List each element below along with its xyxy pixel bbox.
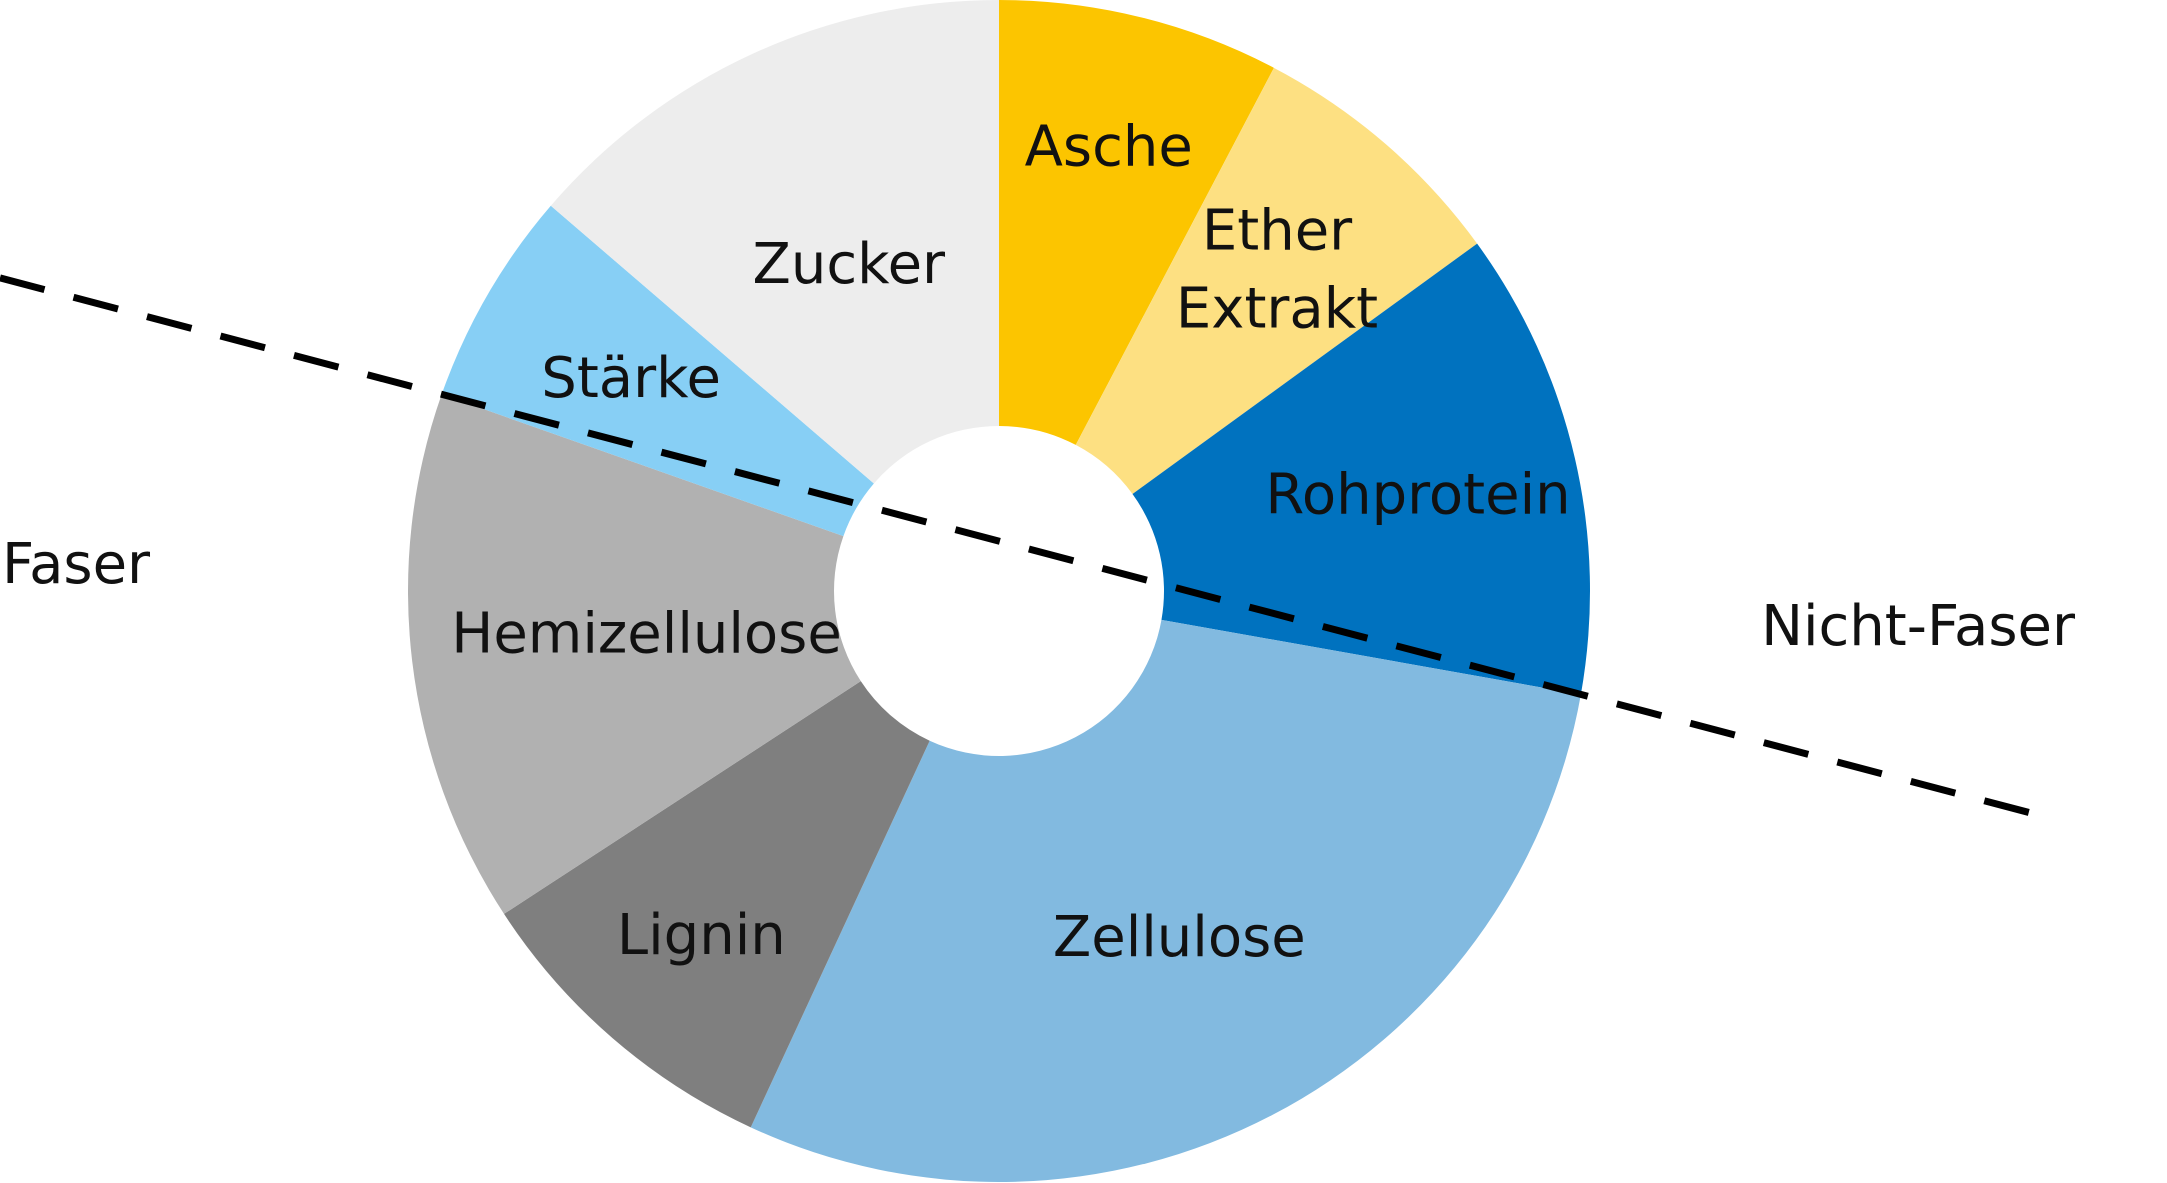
label-line: Asche bbox=[1025, 114, 1193, 179]
label-lignin: Lignin bbox=[617, 903, 786, 968]
divider-label-faser: Faser bbox=[2, 532, 151, 597]
label-line: Zellulose bbox=[1053, 905, 1306, 970]
label-zucker: Zucker bbox=[753, 232, 947, 297]
slice-zellulose bbox=[750, 619, 1581, 1182]
slice-staerke bbox=[441, 205, 874, 537]
slice-lignin bbox=[504, 681, 930, 1128]
divider-label-nicht-faser: Nicht-Faser bbox=[1761, 594, 2076, 659]
label-line: Zucker bbox=[753, 232, 947, 297]
slice-zucker bbox=[550, 0, 999, 484]
label-line: Ether bbox=[1202, 199, 1353, 264]
slice-rohprotein bbox=[1132, 243, 1590, 695]
label-hemizellulose: Hemizellulose bbox=[451, 601, 842, 666]
label-rohprotein: Rohprotein bbox=[1265, 463, 1570, 528]
label-line: Stärke bbox=[541, 346, 721, 411]
label-line: Lignin bbox=[617, 903, 786, 968]
slice-ether-extrakt bbox=[1075, 67, 1478, 495]
slice-asche bbox=[999, 0, 1274, 445]
slice-hemizellulose bbox=[407, 394, 861, 914]
label-line: Rohprotein bbox=[1265, 463, 1570, 528]
label-line: Hemizellulose bbox=[451, 601, 842, 666]
slices bbox=[407, 0, 1590, 1182]
label-staerke: Stärke bbox=[541, 346, 721, 411]
label-zellulose: Zellulose bbox=[1053, 905, 1306, 970]
fiber-divider-line bbox=[0, 274, 2046, 821]
label-line: Extrakt bbox=[1176, 277, 1378, 342]
label-asche: Asche bbox=[1025, 114, 1193, 179]
